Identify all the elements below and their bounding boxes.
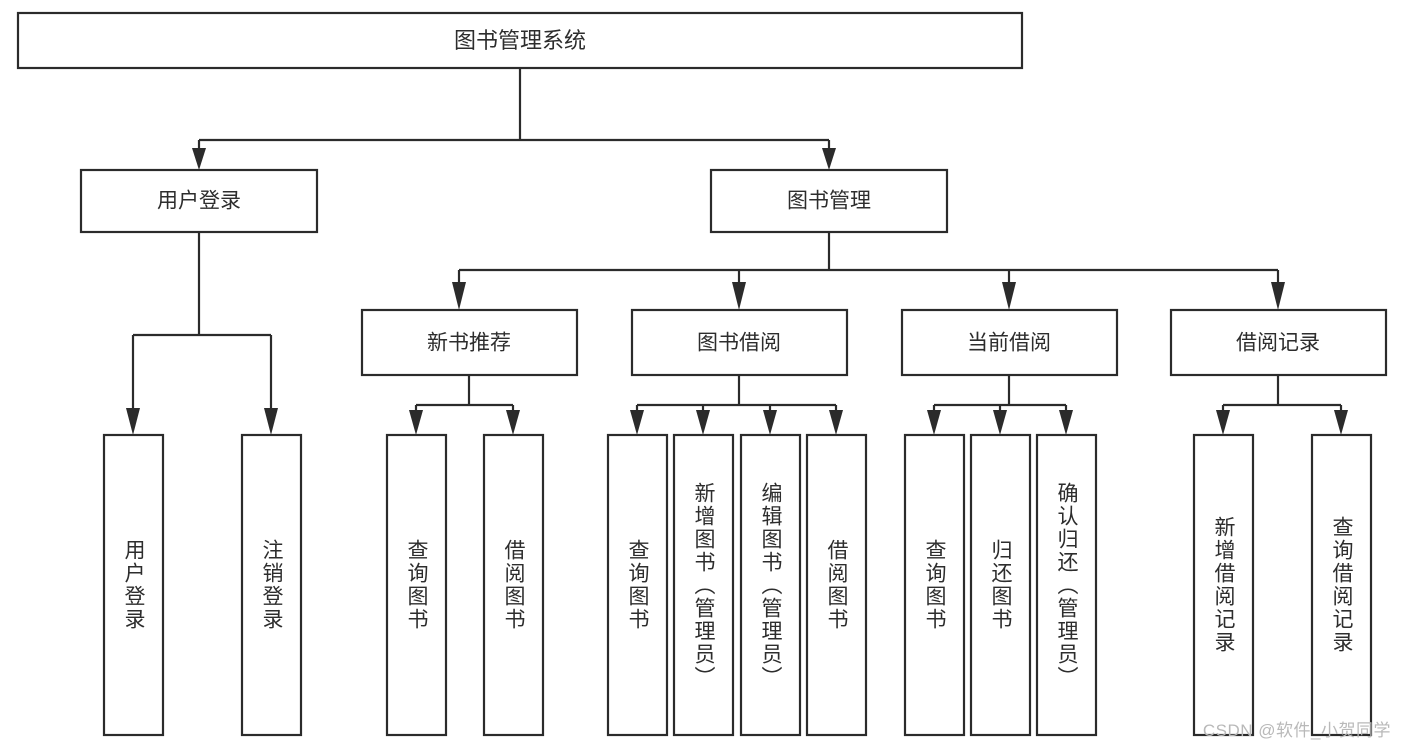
arrow-leaf-borrow-book-2 <box>829 410 843 435</box>
node-book-borrow-box[interactable] <box>630 308 849 377</box>
arrow-leaf-query-record <box>1334 410 1348 435</box>
arrow-to-user-login <box>192 148 206 170</box>
arrow-leaf-user-login <box>126 408 140 435</box>
leaf-box-add-book[interactable] <box>672 433 735 737</box>
arrow-to-borrow-record <box>1271 282 1285 310</box>
arrow-to-book-manage <box>822 148 836 170</box>
node-borrow-record-label: 借阅记录 <box>1236 332 1320 355</box>
leaf-box-query-book-3[interactable] <box>903 433 966 737</box>
leaf-box-borrow-book-2[interactable] <box>805 433 868 737</box>
arrow-leaf-confirm-return <box>1059 410 1073 435</box>
arrow-leaf-query-book-3 <box>927 410 941 435</box>
leaf-box-query-book-1[interactable] <box>385 433 448 737</box>
node-book-borrow-label: 图书借阅 <box>697 332 781 355</box>
node-current-borrow-label: 当前借阅 <box>967 332 1051 355</box>
nodes-group: 图书管理系统 用户登录 图书管理 新书推荐 图书借阅 当前借阅 借阅记录 <box>16 11 1388 737</box>
node-book-manage-label: 图书管理 <box>787 190 871 213</box>
node-current-borrow-box[interactable] <box>900 308 1119 377</box>
arrow-to-current-borrow <box>1002 282 1016 310</box>
leaf-box-edit-book[interactable] <box>739 433 802 737</box>
arrow-leaf-return-book <box>993 410 1007 435</box>
node-user-login-label: 用户登录 <box>157 190 241 213</box>
node-new-book-rec-label: 新书推荐 <box>427 332 511 355</box>
arrow-leaf-query-book-1 <box>409 410 423 435</box>
arrow-leaf-query-book-2 <box>630 410 644 435</box>
leaf-box-borrow-book-1[interactable] <box>482 433 545 737</box>
leaf-box-add-record[interactable] <box>1192 433 1255 737</box>
edges-group <box>126 68 1348 435</box>
node-book-manage-box[interactable] <box>709 168 949 234</box>
node-root-label: 图书管理系统 <box>454 28 586 53</box>
node-borrow-record-box[interactable] <box>1169 308 1388 377</box>
arrow-to-book-borrow <box>732 282 746 310</box>
arrow-leaf-add-record <box>1216 410 1230 435</box>
arrow-leaf-add-book <box>696 410 710 435</box>
arrow-leaf-borrow-book-1 <box>506 410 520 435</box>
arrow-to-new-book-rec <box>452 282 466 310</box>
watermark-text: CSDN @软件_小贺同学 <box>1202 721 1391 740</box>
leaf-box-confirm-return[interactable] <box>1035 433 1098 737</box>
leaf-box-return-book[interactable] <box>969 433 1032 737</box>
leaf-box-user-login[interactable] <box>102 433 165 737</box>
node-new-book-rec-box[interactable] <box>360 308 579 377</box>
leaf-box-query-record[interactable] <box>1310 433 1373 737</box>
arrow-leaf-edit-book <box>763 410 777 435</box>
leaf-box-query-book-2[interactable] <box>606 433 669 737</box>
leaf-box-logout[interactable] <box>240 433 303 737</box>
node-user-login-box[interactable] <box>79 168 319 234</box>
node-root-box[interactable] <box>16 11 1024 70</box>
arrow-leaf-logout <box>264 408 278 435</box>
